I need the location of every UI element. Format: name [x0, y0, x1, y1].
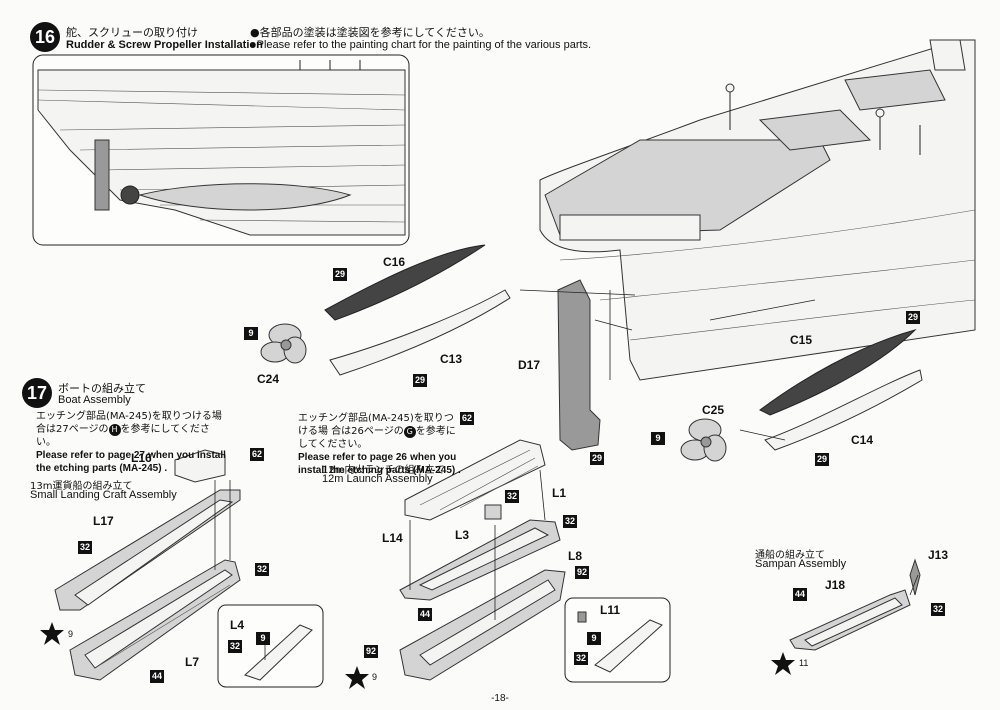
color-32-b: 32: [255, 563, 270, 576]
color-29-e: 29: [815, 453, 830, 466]
inset-stern-hull: [37, 60, 406, 236]
sampan-en: Sampan Assembly: [755, 558, 847, 570]
star-1-value: 9: [68, 629, 74, 639]
color-9-b: 9: [651, 432, 665, 445]
sampan-jp: 通船の組み立て: [755, 550, 825, 561]
color-32-c: 32: [228, 640, 243, 653]
color-9-d: 9: [587, 632, 601, 645]
label-l1: L1: [552, 486, 567, 500]
shaft-fairing-c14: [764, 369, 923, 451]
etch-note-en2: when you install the etching parts (MA-2…: [36, 450, 226, 474]
propeller-c25: [680, 418, 727, 462]
landing-craft-jp: 13m運貨船の組み立て: [30, 481, 133, 492]
step16-title-jp: 舵、スクリューの取り付け: [66, 26, 198, 39]
color-92-b: 92: [364, 645, 379, 658]
l11-detail-inset: [564, 597, 671, 683]
color-32-e: 32: [563, 515, 578, 528]
color-29-a: 29: [333, 268, 348, 281]
etch-note-jp: エッチング部品(MA-245)を取りつける場合は27ページの: [36, 411, 222, 435]
color-44-b: 44: [418, 608, 433, 621]
shaft-fairing-c13: [329, 289, 511, 376]
etch2-en3: install the etching parts (MA-245) .: [298, 465, 461, 476]
color-44-c: 44: [793, 588, 808, 601]
label-l4: L4: [230, 618, 245, 632]
propeller-c24: [260, 323, 307, 364]
launch-en: 12m Launch Assembly: [322, 473, 433, 485]
etch-circle-h: H: [108, 424, 121, 436]
landing-craft-en: Small Landing Craft Assembly: [30, 489, 177, 501]
label-l17: L17: [93, 514, 114, 528]
label-d17: D17: [518, 358, 541, 372]
etch-note-en1: Please refer to page 27: [36, 450, 145, 461]
page-number: -18-: [491, 693, 509, 704]
landing-craft-cover-l16: [174, 449, 226, 483]
etch2-en2: when you: [410, 452, 457, 463]
label-j13: J13: [928, 548, 949, 562]
color-29-b: 29: [413, 374, 428, 387]
step17-title-jp: ボートの組み立て: [58, 382, 146, 395]
label-c13: C13: [440, 352, 463, 366]
color-32-d: 32: [505, 490, 520, 503]
label-l7: L7: [185, 655, 200, 669]
shaft-fairing-c16: [324, 244, 486, 321]
label-l11: L11: [600, 603, 621, 617]
label-l3: L3: [455, 528, 470, 542]
color-29-c: 29: [590, 452, 605, 465]
label-c16: C16: [383, 255, 406, 269]
star-2-value: 9: [372, 672, 378, 682]
label-j18: J18: [825, 578, 846, 592]
color-9-a: 9: [244, 327, 258, 340]
color-62-b: 62: [460, 412, 475, 425]
step17-title-en: Boat Assembly: [58, 394, 131, 406]
launch-part-l3: [484, 504, 502, 520]
label-l14: L14: [382, 531, 403, 545]
label-c25: C25: [702, 403, 725, 417]
step-16-badge: 16: [30, 22, 60, 52]
launch-jp: 12m内火ランチの組み立て: [322, 465, 445, 476]
etch-note-jp2: を参考にしてください。: [36, 424, 210, 448]
star-3-value: 11: [799, 658, 809, 668]
etch-circle-g: G: [403, 426, 416, 438]
label-l16: L16: [131, 451, 152, 465]
step16-title-en: Rudder & Screw Propeller Installation: [66, 39, 263, 51]
color-32-f: 32: [574, 652, 589, 665]
color-62-a: 62: [250, 448, 265, 461]
color-32-a: 32: [78, 541, 93, 554]
main-hull: [539, 39, 976, 381]
shaft-fairing-c15: [759, 329, 917, 416]
label-c14: C14: [851, 433, 874, 447]
color-9-c: 9: [256, 632, 270, 645]
color-29-d: 29: [906, 311, 921, 324]
label-c15: C15: [790, 333, 813, 347]
l4-detail-inset: [217, 604, 324, 688]
etch2-jp1: エッチング部品(MA-245)を取りつける場: [298, 413, 454, 437]
label-c24: C24: [257, 372, 280, 386]
etch2-jp2: 合は26ページの: [331, 426, 404, 437]
etch2-jp3: を参考にしてください。: [298, 426, 456, 450]
step-17-badge: 17: [22, 378, 52, 408]
step16-note-en: ●Please refer to the painting chart for …: [250, 39, 592, 51]
color-32-g: 32: [931, 603, 946, 616]
star-mark-3: [771, 652, 795, 675]
sampan-rudder-j13: [909, 558, 921, 596]
star-mark-1: [40, 622, 64, 645]
rudder-d17: [557, 279, 601, 451]
etch2-en1: Please refer to page 26: [298, 452, 407, 463]
label-l8: L8: [568, 549, 583, 563]
color-92-a: 92: [575, 566, 590, 579]
step16-note-jp: ●各部品の塗装は塗装図を参考にしてください。: [250, 26, 490, 39]
color-44-a: 44: [150, 670, 165, 683]
star-mark-2: [345, 666, 369, 689]
